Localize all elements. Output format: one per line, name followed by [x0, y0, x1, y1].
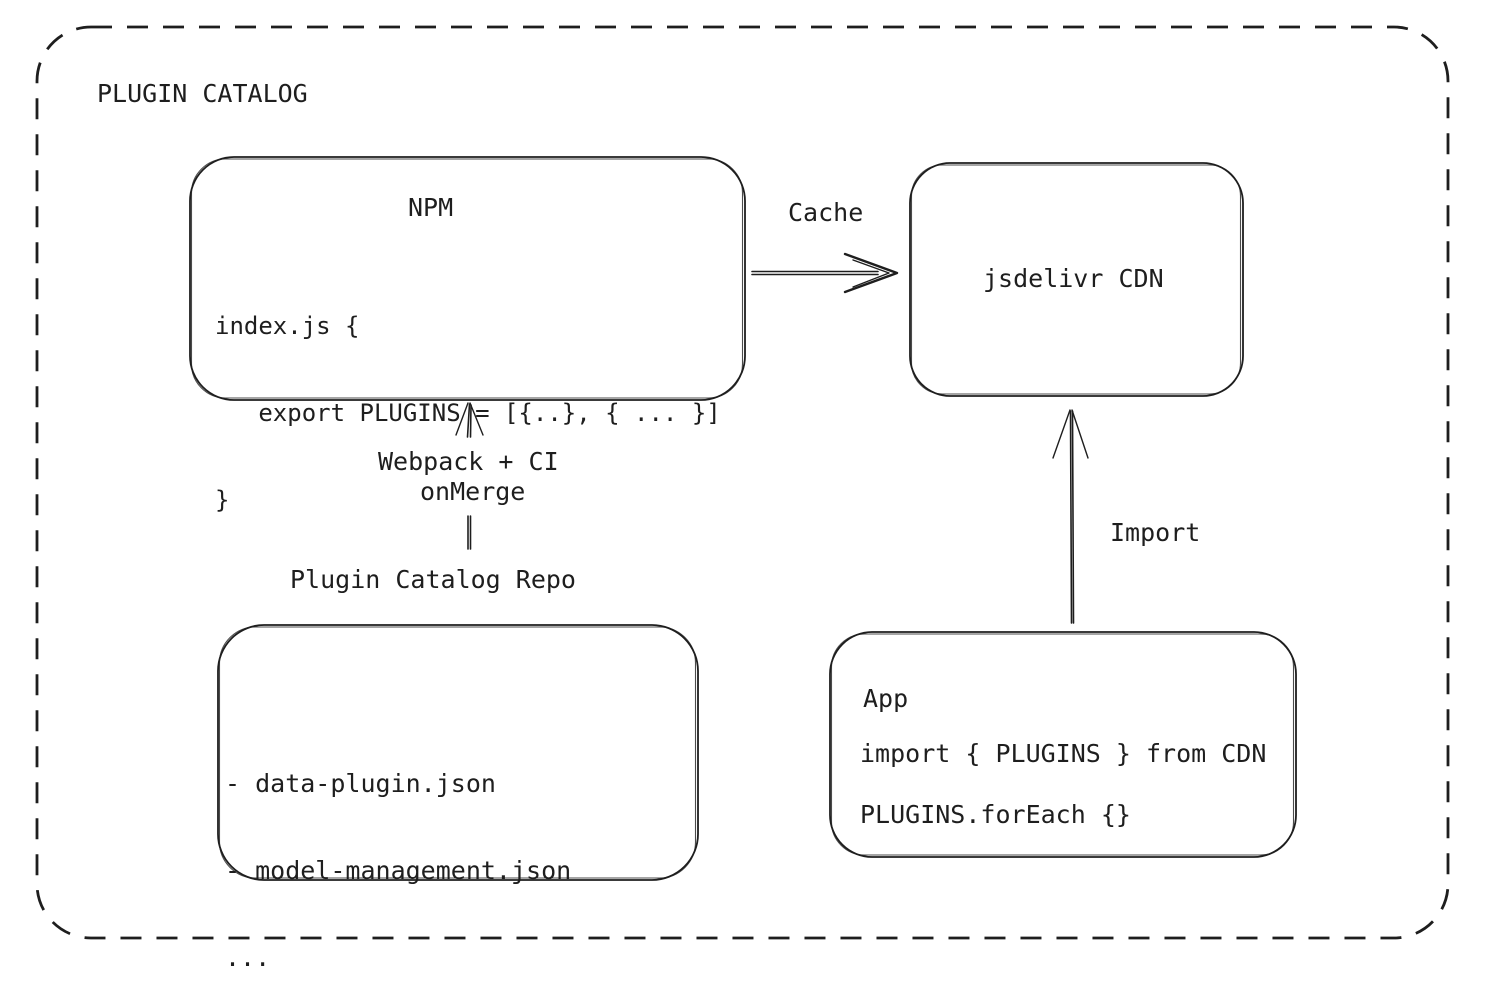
app-code-line: import { PLUGINS } from CDN: [860, 739, 1267, 768]
repo-node-label: Plugin Catalog Repo: [290, 565, 576, 594]
repo-file-item: - data-plugin.json: [225, 769, 496, 798]
import-arrow: [1052, 409, 1089, 624]
diagram-title: PLUGIN CATALOG: [97, 79, 308, 108]
cache-arrow-label: Cache: [788, 198, 864, 227]
npm-code-block: index.js { export PLUGINS = [{..}, { ...…: [215, 254, 721, 573]
cache-arrow: [751, 252, 899, 294]
npm-node: [189, 156, 746, 401]
build-arrow-label-top: Webpack + CI: [378, 447, 559, 476]
import-arrow-label: Import: [1110, 518, 1201, 547]
cdn-node-label: jsdelivr CDN: [983, 264, 1164, 293]
app-node: [829, 631, 1297, 858]
npm-code-line: index.js {: [215, 312, 360, 340]
app-node-title: App: [863, 684, 909, 713]
repo-file-list: - data-plugin.json - model-management.js…: [225, 711, 571, 1002]
plugin-catalog-boundary: [35, 25, 1450, 940]
npm-node-title: NPM: [408, 193, 454, 222]
build-arrow: [455, 402, 484, 550]
npm-code-line: export PLUGINS = [{..}, { ... }]: [215, 399, 721, 427]
app-code-line: PLUGINS.forEach {}: [860, 800, 1131, 829]
build-arrow-label-bottom: onMerge: [420, 477, 526, 506]
repo-file-item: - model-management.json: [225, 856, 572, 885]
cdn-node: [909, 162, 1244, 397]
npm-code-line: }: [215, 486, 230, 514]
repo-file-item: ...: [225, 943, 271, 972]
repo-node: [217, 624, 699, 881]
